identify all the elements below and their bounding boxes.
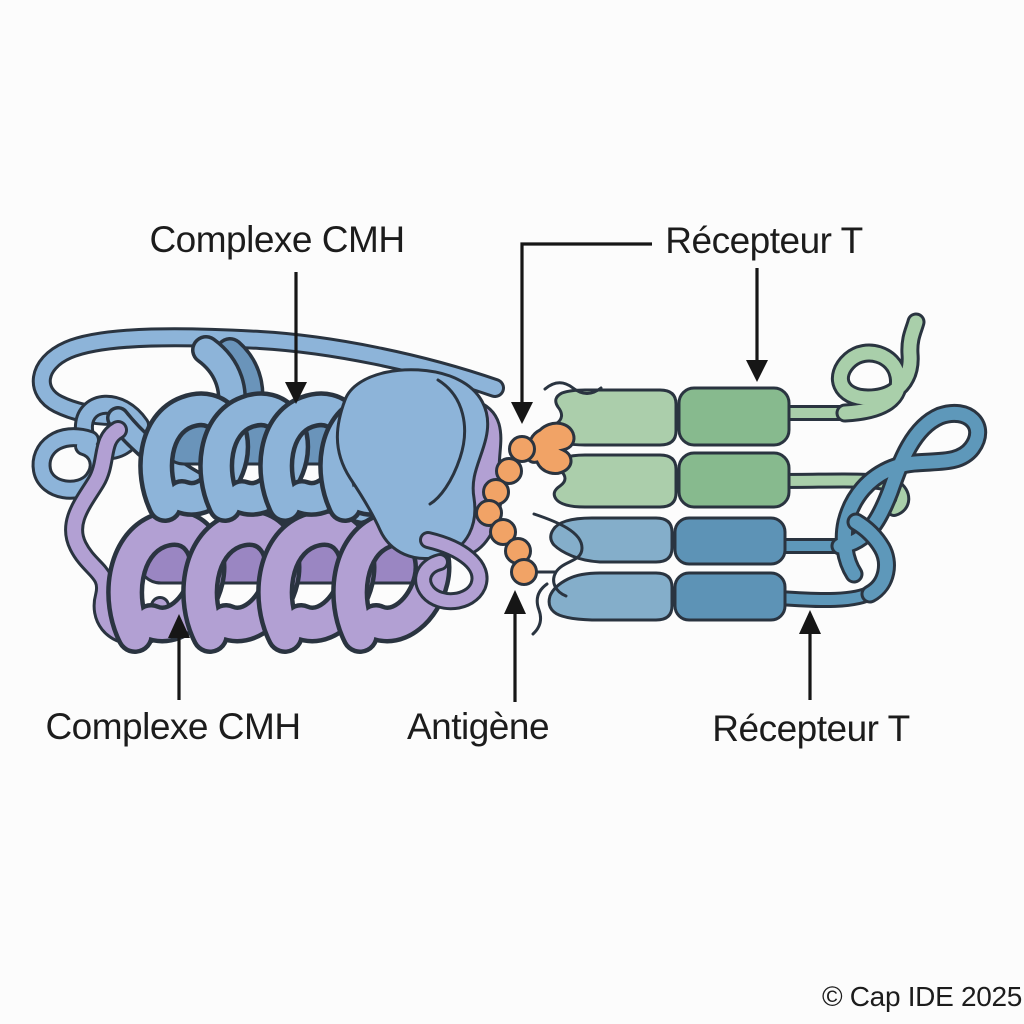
arrow-tcr-top [746, 268, 768, 382]
copyright-notice: © Cap IDE 2025 [821, 981, 1023, 1012]
tcr-domain-green-2-right [677, 451, 791, 509]
tcr-domain-blue-2-left [547, 571, 674, 622]
tcr-green-chain [840, 322, 916, 413]
label-tcr-top: Récepteur T [665, 220, 863, 261]
tcr-domain-blue-1-right [673, 516, 787, 566]
label-antigen: Antigène [406, 706, 550, 747]
label-tcr-bottom: Récepteur T [712, 708, 910, 749]
tcr-domain-blue-2-right [673, 571, 787, 622]
arrow-tcr-bottom [799, 610, 821, 700]
tcr-structure [531, 322, 978, 636]
label-mhc-top: Complexe CMH [149, 219, 405, 260]
tcr-domain-green-1-right [677, 386, 791, 447]
arrow-mhc-bottom [168, 614, 190, 700]
label-mhc-bottom: Complexe CMH [45, 706, 301, 747]
tcr-domain-green-2-left [552, 453, 678, 509]
annotation-arrows [168, 242, 821, 702]
antigen-peptide [475, 421, 576, 586]
arrow-elbow-binding-site [511, 242, 652, 424]
mhc-blue-domain [335, 368, 490, 560]
arrow-mhc-top [285, 272, 307, 404]
mhc-complex-structure [42, 337, 502, 636]
tcr-domain-blue-1-left [549, 516, 674, 564]
arrow-antigen [504, 590, 526, 702]
